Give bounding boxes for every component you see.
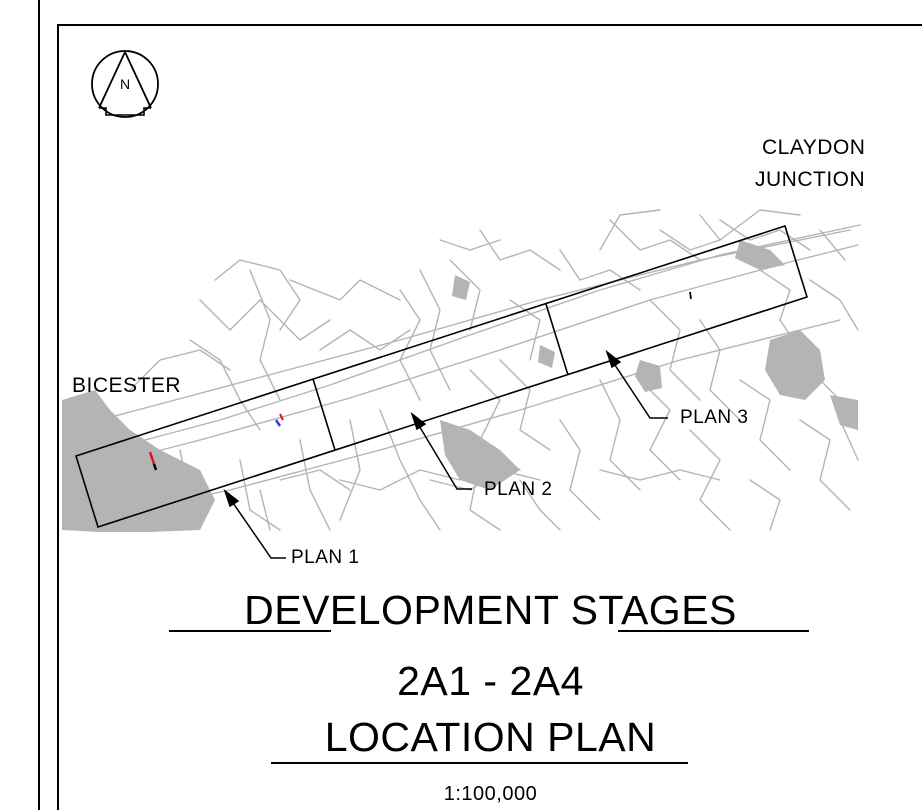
plan-1-arrowhead: [223, 488, 240, 508]
north-arrow-letter: N: [120, 76, 130, 92]
place-label-junction: JUNCTION: [755, 168, 866, 191]
site-marker-blue: [274, 419, 282, 427]
plan-3-arrowhead: [605, 349, 622, 369]
drawing-heading-location-plan: LOCATION PLAN: [324, 714, 657, 760]
north-arrow-icon: N: [91, 49, 159, 118]
drawing-subtitle: 2A1 - 2A4: [397, 658, 584, 704]
plan-2-leader-line: [417, 423, 472, 490]
plan-1-leader-line: [230, 499, 286, 559]
drawing-frame: [57, 24, 922, 810]
site-marker-red-2: [279, 413, 284, 421]
site-marker-black-2: [689, 291, 692, 300]
plan-2-arrowhead: [410, 411, 427, 431]
sheet-border-line: [38, 0, 40, 810]
map-scale: 1:100,000: [443, 783, 538, 805]
plan-3-leader-line: [612, 361, 668, 419]
urban-areas: [62, 240, 858, 532]
site-marker-red: [148, 451, 156, 465]
plan-label-1: PLAN 1: [291, 547, 360, 568]
site-marker-black: [152, 463, 158, 471]
plan-2-3-divider: [545, 303, 569, 376]
plan-1-2-divider: [312, 378, 336, 451]
plan-boundaries: [75, 224, 808, 529]
place-label-bicester: BICESTER: [72, 374, 182, 397]
plan-label-2: PLAN 2: [484, 479, 553, 500]
plan-area-outline: [75, 224, 808, 529]
drawing-title: DEVELOPMENT STAGES: [244, 587, 737, 633]
place-label-claydon: CLAYDON: [762, 136, 866, 159]
road-network: [64, 209, 861, 531]
plan-leaders: [223, 349, 668, 559]
site-markers: [148, 291, 692, 471]
plan-label-3: PLAN 3: [680, 407, 749, 428]
